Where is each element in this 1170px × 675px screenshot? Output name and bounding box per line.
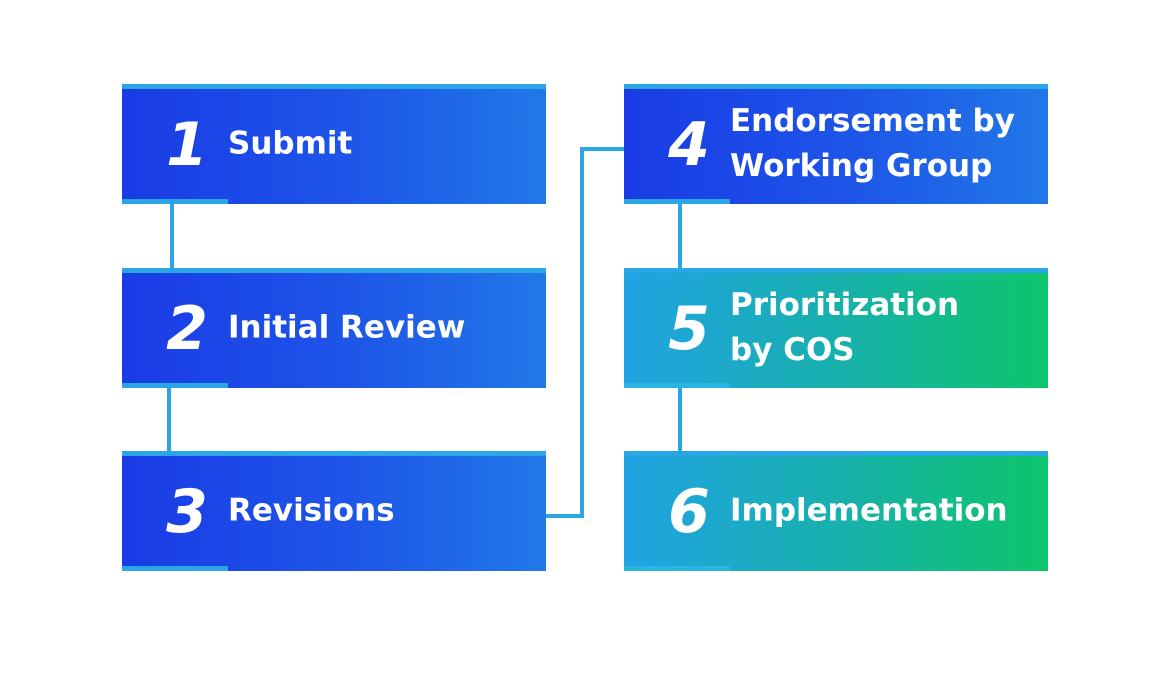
step-submit: 1 Submit [122,84,546,204]
step-label: Implementation [730,492,1008,529]
step-number: 5 [668,294,710,365]
connector-3-4 [546,147,624,518]
step-number: 6 [668,477,710,548]
step-initial-review: 2 Initial Review [122,268,546,388]
step-label: Revisions [228,492,395,529]
step-number: 4 [668,110,710,181]
step-revisions: 3 Revisions [122,451,546,571]
step-label: Initial Review [228,309,466,346]
step-implementation: 6 Implementation [624,451,1048,571]
step-number: 1 [166,110,208,181]
step-number: 3 [166,477,208,548]
step-prioritization: 5 Prioritization by COS [624,268,1048,388]
step-label: Endorsement by Working Group [730,103,1015,184]
step-label: Submit [228,125,353,162]
step-number: 2 [166,294,208,365]
step-label: Prioritization by COS [730,287,960,368]
step-endorsement: 4 Endorsement by Working Group [624,84,1048,204]
